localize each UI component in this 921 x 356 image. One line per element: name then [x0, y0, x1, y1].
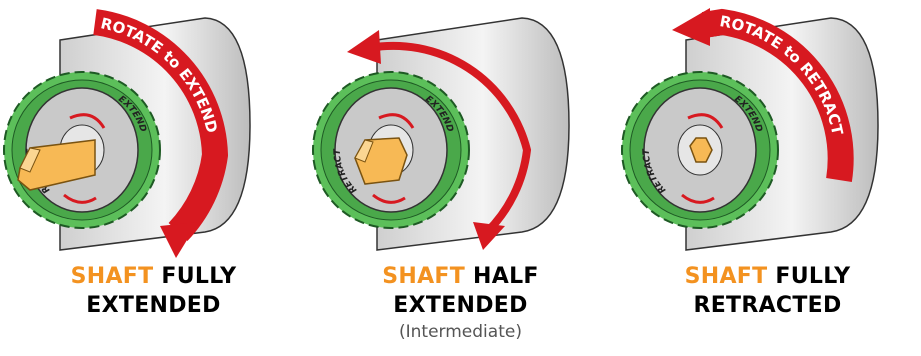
caption-line-1: SHAFT FULLY — [614, 262, 921, 291]
dial-arrow-icon — [378, 113, 415, 129]
hex-shaft-icon — [689, 137, 713, 163]
rotate-arrow-icon — [368, 41, 532, 235]
rotate-arrow-icon — [701, 8, 854, 183]
hex-shaft-icon — [17, 139, 96, 191]
caption-sub: (Intermediate) — [399, 322, 522, 342]
dial-arrow-icon — [69, 113, 106, 129]
hex-shaft-icon — [354, 137, 408, 185]
caption-state: FULLY — [775, 264, 851, 289]
caption-highlight: SHAFT — [382, 264, 466, 289]
caption-state: HALF — [473, 264, 539, 289]
caption-highlight: SHAFT — [70, 264, 154, 289]
caption-line-2: EXTENDED — [86, 293, 221, 318]
panel-fully-extended: RETRACT EXTEND ROTATE to EXTEND SHAFT FU… — [0, 0, 307, 356]
actuator-illustration: RETRACT EXTEND — [312, 17, 570, 251]
rotate-arrow-icon — [93, 9, 229, 241]
dial-arrow-icon — [687, 113, 724, 129]
caption-line-1: SHAFT HALF — [307, 262, 614, 291]
caption-line-2: EXTENDED — [393, 293, 528, 318]
caption-state: FULLY — [161, 264, 237, 289]
caption-line-1: SHAFT FULLY — [0, 262, 307, 291]
actuator-illustration: RETRACT EXTEND ROTATE to EXTEND — [3, 9, 251, 258]
caption-line-2: RETRACTED — [693, 293, 842, 318]
actuator-illustration: RETRACT EXTEND ROTATE to RETRACT — [621, 8, 879, 251]
panel-fully-retracted: RETRACT EXTEND ROTATE to RETRACT SHAFT F… — [614, 0, 921, 356]
caption-highlight: SHAFT — [684, 264, 768, 289]
panel-half-extended: RETRACT EXTEND SHAFT HALF EXTENDED (Inte… — [307, 0, 614, 356]
